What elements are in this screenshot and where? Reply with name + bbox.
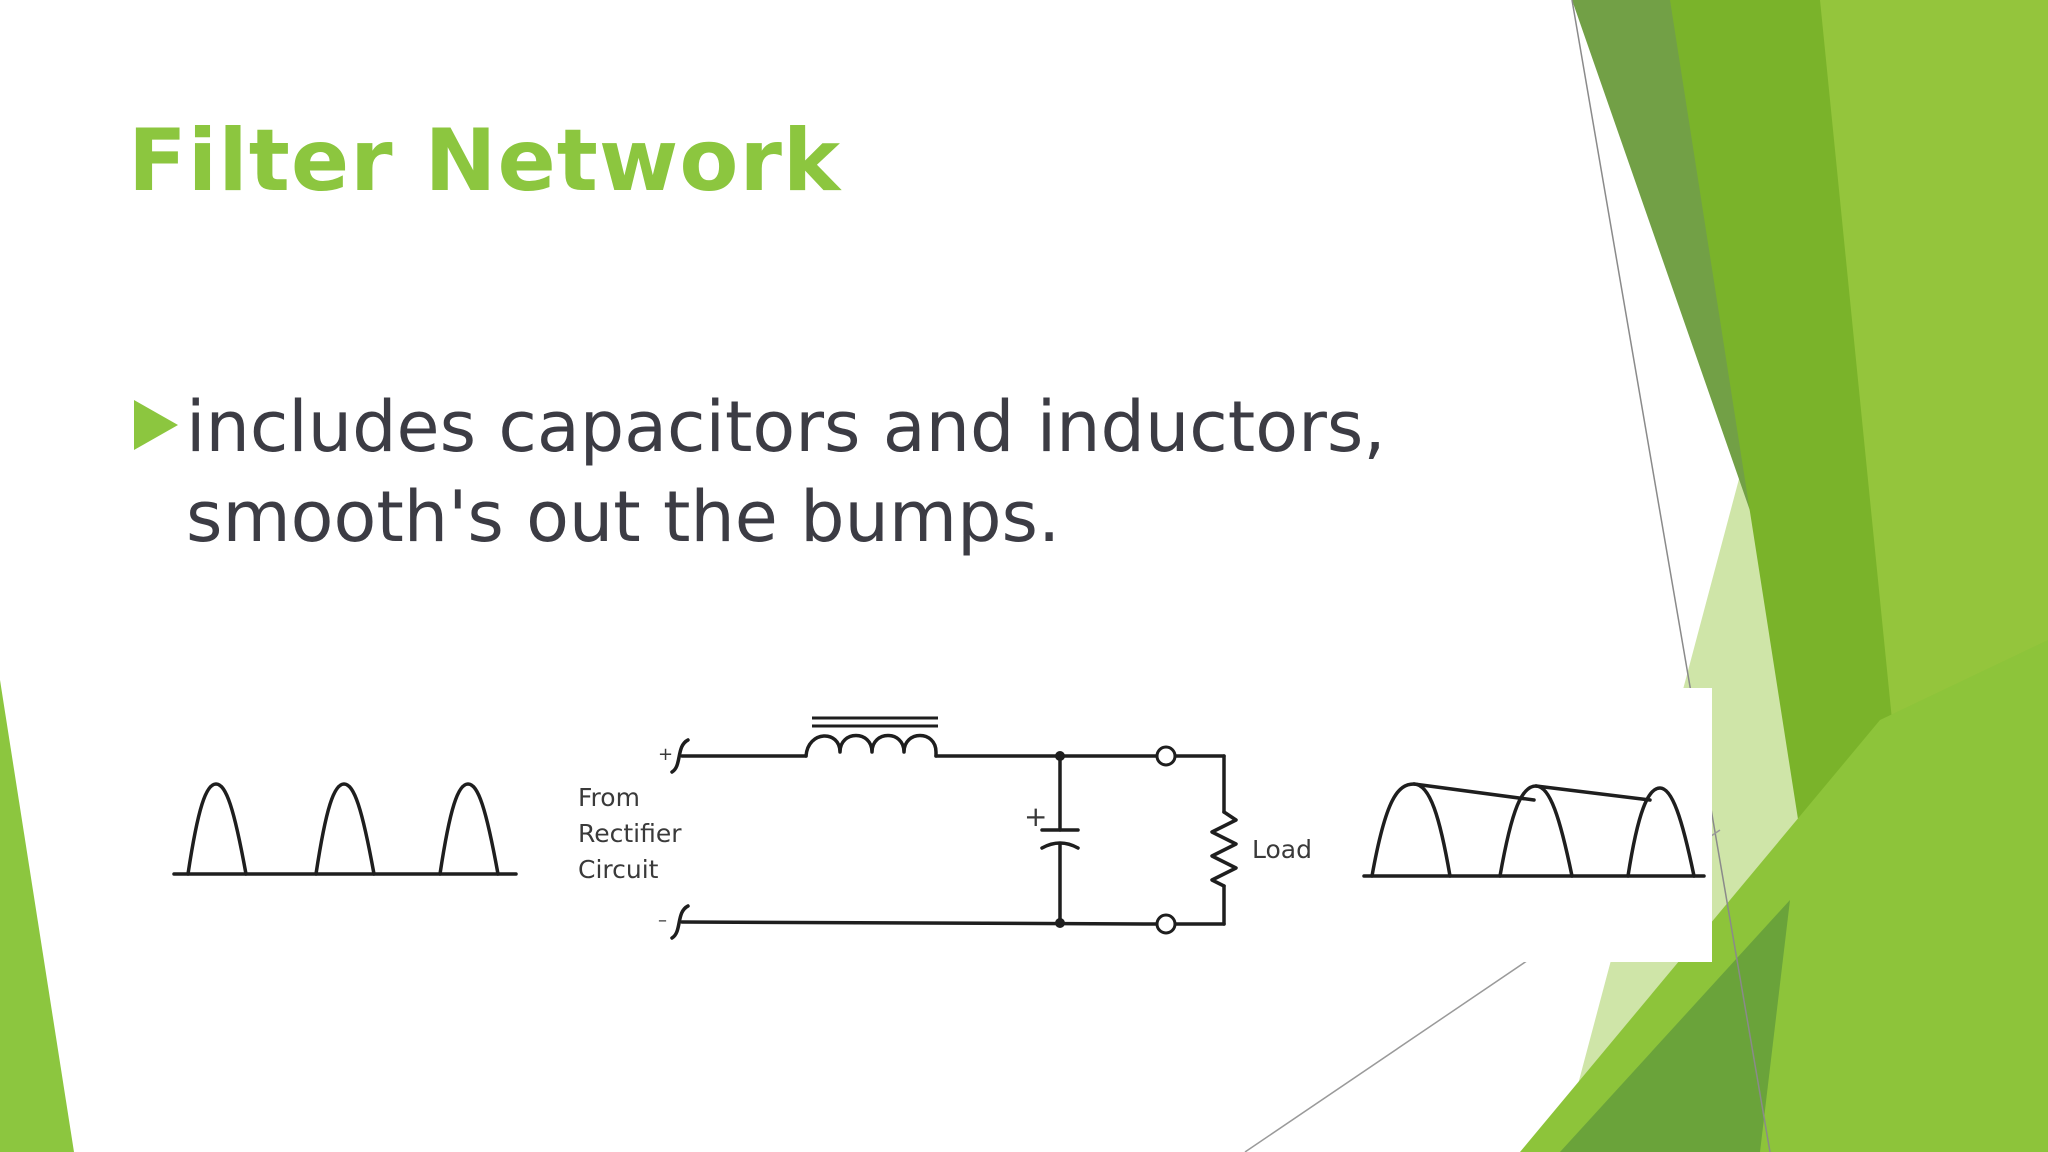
load-label: Load — [1252, 835, 1312, 864]
input-rectified-waveform — [172, 782, 518, 876]
triangle-bullet-icon — [134, 400, 178, 450]
filter-circuit-figure: From Rectifier Circuit + – + — [150, 688, 1712, 962]
right-lower-green-panel — [1520, 640, 2048, 1152]
bullet-text: includes capacitors and inductors, smoot… — [186, 382, 1386, 562]
capacitor-polarity: + — [1024, 800, 1047, 833]
terminal-plus-label: + — [658, 744, 673, 765]
slide-title: Filter Network — [128, 111, 842, 211]
circuit-label: From — [578, 783, 640, 812]
circuit-label: Rectifier — [578, 819, 682, 848]
terminal-minus-label: – — [658, 910, 667, 931]
filter-circuit: + — [670, 716, 1238, 940]
bullet-line: smooth's out the bumps. — [186, 476, 1061, 558]
left-green-wedge — [0, 680, 74, 1152]
circuit-label: Circuit — [578, 855, 659, 884]
right-bottom-shadow — [1560, 900, 1790, 1152]
bullet-line: includes capacitors and inductors, — [186, 386, 1386, 468]
thin-diagonal-line — [1571, 0, 1771, 1152]
output-filtered-waveform — [1362, 782, 1706, 878]
